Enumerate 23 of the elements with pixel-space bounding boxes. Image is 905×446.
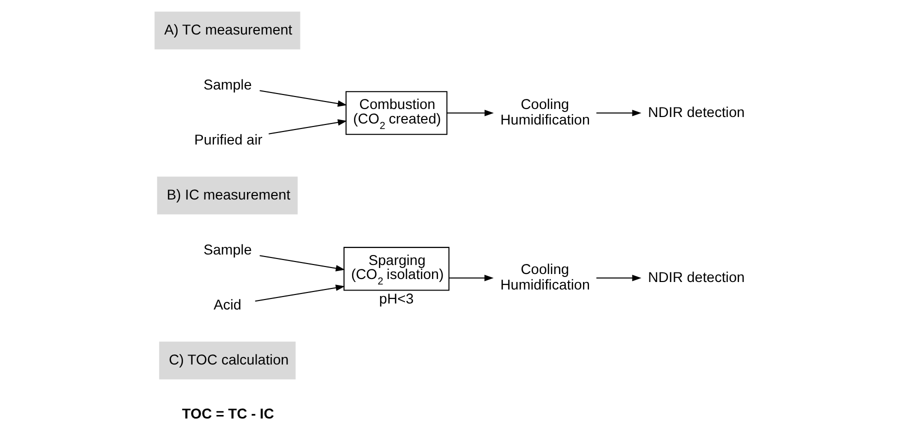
node-box: B) IC measurement: [157, 176, 298, 214]
arrow: [260, 90, 347, 107]
node-text: Sample: [203, 242, 252, 258]
node-box: C) TOC calculation: [159, 342, 296, 380]
node-text: Acid: [214, 297, 242, 314]
node-box: Combustion (CO$_{2}$ created): [346, 91, 448, 135]
node-text: NDIR detection: [648, 104, 745, 121]
arrow: [268, 119, 348, 134]
arrow: [448, 274, 494, 282]
node-text: Cooling Humidification: [500, 97, 590, 128]
node-text: NDIR detection: [648, 270, 745, 286]
label: TOC = TC - IC: [182, 406, 274, 422]
node-box: Sparging (CO$_{2}$ isolation): [344, 246, 450, 291]
node-text: Sample: [203, 77, 252, 94]
arrow: [255, 284, 345, 302]
node-box: A) TC measurement: [154, 12, 300, 50]
arrow: [260, 255, 345, 272]
node-text: Purified air: [194, 132, 262, 148]
arrow: [596, 274, 642, 282]
node-label: pH<3: [379, 292, 414, 308]
node-text: Cooling Humidification: [500, 262, 590, 294]
arrow: [446, 110, 494, 116]
arrow: [596, 110, 642, 116]
